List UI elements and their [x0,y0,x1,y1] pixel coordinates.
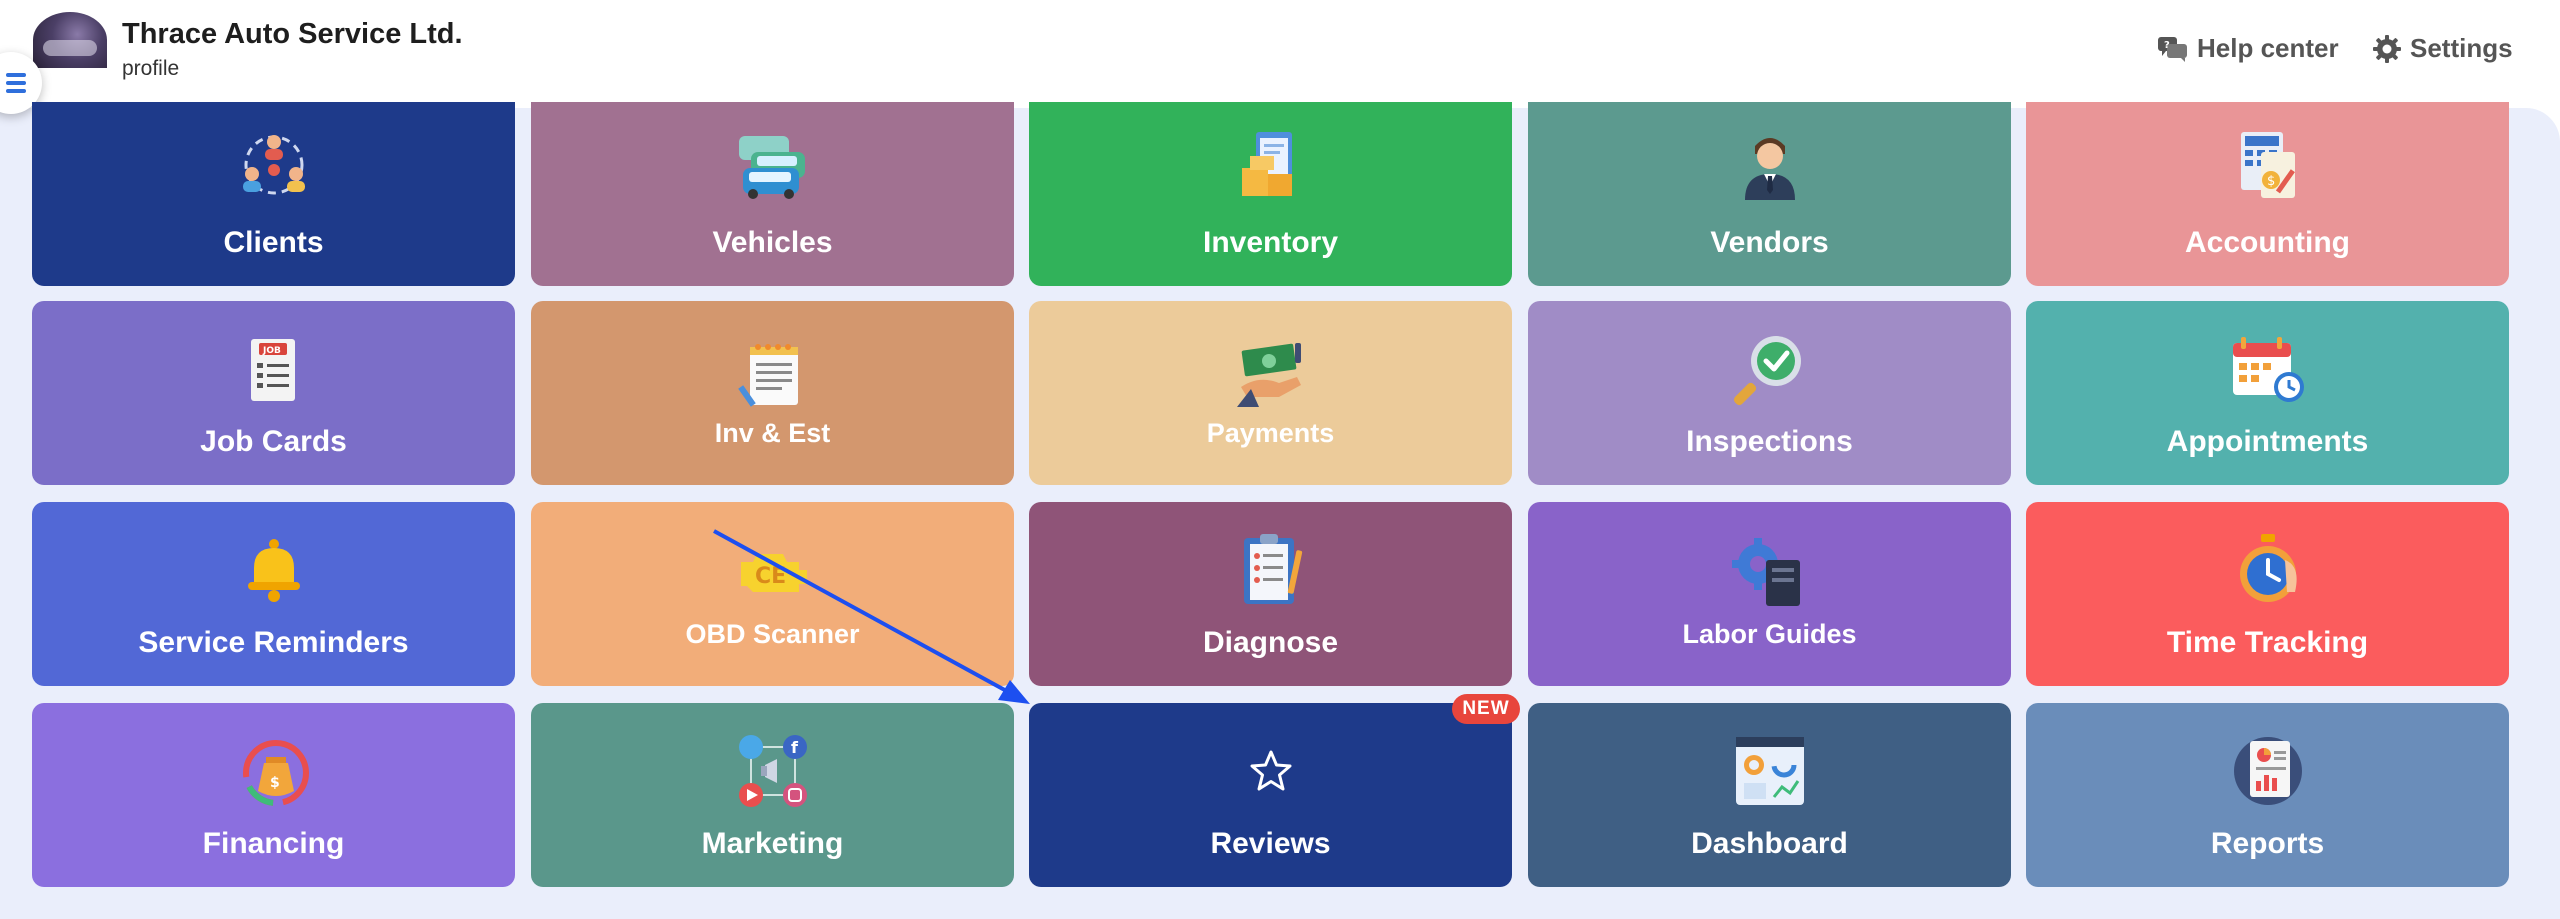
tile-clients[interactable]: Clients [32,102,515,286]
tile-vendors[interactable]: Vendors [1528,102,2011,286]
svg-text:JOB: JOB [262,346,281,356]
tile-label: Labor Guides [1682,619,1857,649]
new-badge: NEW [1452,694,1520,724]
tile-label: Vendors [1710,226,1829,259]
svg-text:CE: CE [755,564,786,589]
tile-financing[interactable]: $ Financing [32,703,515,887]
notepad-icon [737,344,798,407]
clients-icon [242,135,305,195]
tile-service-reminders[interactable]: Service Reminders [32,502,515,686]
tile-vehicles[interactable]: Vehicles [531,102,1014,286]
tile-label: Inspections [1686,425,1853,458]
tile-payments[interactable]: Payments [1029,301,1512,485]
tile-label: Time Tracking [2166,626,2369,659]
gear-book-icon [1731,538,1800,606]
tile-label: Appointments [2166,425,2369,458]
tile-label: Job Cards [200,425,347,458]
tile-reports[interactable]: Reports [2026,703,2509,887]
tile-label: Payments [1206,418,1335,448]
tile-label: Dashboard [1691,827,1848,860]
vendor-person-icon [1744,138,1795,200]
tile-reviews[interactable]: Reviews [1029,703,1512,887]
tile-time-tracking[interactable]: Time Tracking [2026,502,2509,686]
tile-label: Inv & Est [714,418,831,448]
bell-icon [247,539,300,602]
clipboard-icon [1243,534,1302,604]
tile-label: Diagnose [1202,626,1339,659]
gear-icon [2373,34,2401,63]
tile-obd-scanner[interactable]: CE OBD Scanner [531,502,1014,686]
tile-label: Inventory [1202,226,1339,259]
svg-text:$: $ [2267,174,2275,189]
tile-marketing[interactable]: f Marketing [531,703,1014,887]
tile-dashboard[interactable]: Dashboard [1528,703,2011,887]
tile-inventory[interactable]: Inventory [1029,102,1512,286]
tile-label: Reviews [1210,827,1331,860]
help-center-label: Help center [2197,33,2339,63]
inventory-icon [1241,132,1292,196]
svg-text:?: ? [2164,40,2170,51]
settings-button[interactable]: Settings [2372,33,2513,64]
stopwatch-icon [2239,534,2297,602]
tile-diagnose[interactable]: Diagnose [1029,502,1512,686]
tile-labor-guides[interactable]: Labor Guides [1528,502,2011,686]
cash-hand-icon [1236,343,1301,407]
hamburger-icon [6,73,26,93]
tile-label: Accounting [2185,226,2350,259]
profile-link[interactable]: profile [122,57,180,80]
calendar-icon [2232,337,2304,402]
tile-inspections[interactable]: Inspections [1528,301,2011,485]
star-icon [1250,750,1291,791]
engine-check-icon: CE [740,554,807,592]
help-center-button[interactable]: ? Help center [2157,33,2339,64]
tile-label: Reports [2210,827,2325,860]
job-card-icon: JOB [250,339,295,401]
tile-label: Vehicles [712,226,833,259]
tile-label: Marketing [701,827,844,860]
tile-inv-est[interactable]: Inv & Est [531,301,1014,485]
tile-label: OBD Scanner [685,619,860,649]
money-bag-icon: $ [242,740,309,806]
svg-text:f: f [791,738,799,757]
tile-label: Clients [223,226,324,259]
vehicles-icon [738,136,805,199]
company-name[interactable]: Thrace Auto Service Ltd. [122,18,463,50]
svg-text:$: $ [270,775,280,791]
top-bar: Thrace Auto Service Ltd. profile ? Help … [0,0,2560,108]
tile-job-cards[interactable]: JOB Job Cards [32,301,515,485]
social-icons: f [738,735,807,807]
report-icon [2233,737,2302,805]
chat-bubbles-icon: ? [2158,36,2187,62]
settings-label: Settings [2410,33,2513,63]
accounting-icon: $ [2240,132,2295,198]
dashboard-icon [1735,737,1804,805]
tile-label: Financing [202,827,345,860]
tile-accounting[interactable]: $ Accounting [2026,102,2509,286]
magnifier-check-icon [1733,336,1801,406]
tile-appointments[interactable]: Appointments [2026,301,2509,485]
company-avatar[interactable] [33,12,107,68]
tile-label: Service Reminders [138,626,409,659]
